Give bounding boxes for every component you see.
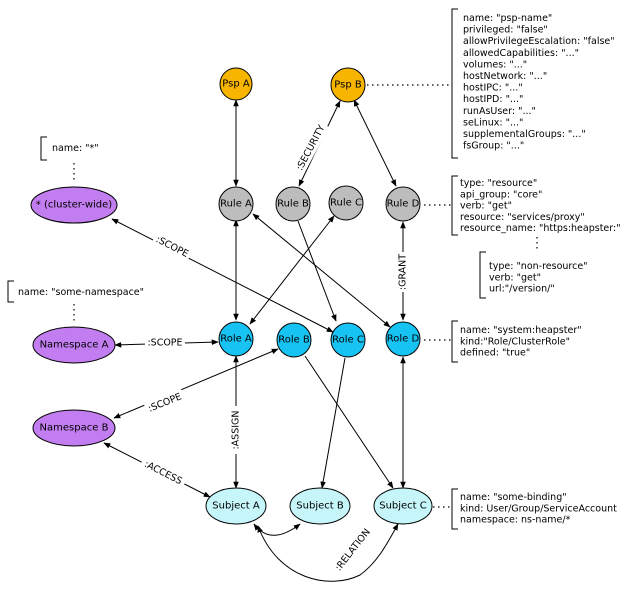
edge-role-b-subject-c: [304, 355, 394, 489]
edge-scope-ns-b: [113, 348, 279, 419]
edge-role-c-subject-b: [320, 357, 346, 489]
node-rule-b[interactable]: Rule B: [275, 186, 311, 222]
annotations: name: "psp-name" privileged: "false" all…: [18, 13, 621, 526]
node-rule-d[interactable]: Rule D: [385, 186, 421, 222]
node-role-d[interactable]: Role D: [385, 321, 421, 357]
node-role-c[interactable]: Role C: [330, 322, 366, 358]
edge-relation: [257, 523, 399, 582]
psp-prop-line: runAsUser: "...": [463, 106, 536, 117]
node-rule-a[interactable]: Rule A: [218, 186, 254, 222]
psp-prop-line: allowPrivilegeEscalation: "false": [463, 36, 615, 47]
node-role-a[interactable]: Role A: [218, 321, 254, 357]
rule-prop-line: verb: "get": [489, 272, 541, 283]
psp-prop-line: hostIPC: "...": [463, 83, 523, 94]
rule-prop-line: type: "non-resource": [489, 261, 588, 272]
psp-prop-line: name: "psp-name": [463, 13, 552, 24]
psp-prop-line: hostNetwork: "...": [463, 71, 547, 82]
node-label: Namespace B: [40, 423, 109, 434]
bracket-rule-nonresource: [479, 251, 486, 299]
rule-prop-line: resource: "services/proxy": [460, 212, 585, 223]
psp-prop-line: privileged: "false": [463, 25, 548, 36]
node-label: Rule C: [330, 198, 362, 209]
binding-properties: name: "some-binding" kind: User/Group/Se…: [460, 492, 620, 526]
node-label: Rule B: [277, 199, 309, 210]
edge-label-security: :SECURITY: [294, 123, 327, 172]
node-rule-c[interactable]: Rule C: [328, 185, 364, 221]
psp-prop-line: seLinux: "...": [463, 117, 523, 128]
node-cluster-wide[interactable]: * (cluster-wide): [30, 186, 118, 224]
namespace-properties: name: "some-namespace": [18, 287, 144, 298]
node-namespace-a[interactable]: Namespace A: [32, 326, 116, 364]
node-subject-a[interactable]: Subject A: [205, 487, 267, 525]
role-properties: name: "system:heapster" kind:"Role/Clust…: [460, 325, 585, 359]
bracket-binding-props: [451, 488, 458, 530]
rule-prop-line: url:"/version/": [489, 284, 555, 295]
edge-label-relation: :RELATION: [333, 527, 373, 573]
bracket-rule-resource: [451, 175, 458, 236]
edge-label-scope-ns-b: :SCOPE: [147, 391, 184, 414]
node-label: Psp A: [222, 79, 250, 90]
rule-prop-line: verb: "get": [460, 201, 512, 212]
edge-labels: :SECURITY :SCOPE :SCOPE :SCOPE :GRANT :A…: [138, 120, 409, 577]
binding-prop-line: kind: User/Group/ServiceAccount: [460, 503, 617, 514]
node-label: Subject B: [296, 501, 344, 512]
node-label: Role C: [332, 335, 364, 346]
node-label: Rule A: [220, 199, 252, 210]
cluster-properties: name: "*": [52, 143, 99, 154]
rule-prop-line: api_group: "core": [460, 189, 542, 200]
node-label: Namespace A: [40, 340, 109, 351]
edge-label-grant: :GRANT: [398, 254, 409, 290]
psp-prop-line: fsGroup: "...": [463, 141, 524, 152]
node-subject-b[interactable]: Subject B: [289, 487, 351, 525]
psp-prop-line: supplementalGroups: "...": [463, 129, 586, 140]
edge-label-assign: :ASSIGN: [231, 410, 242, 449]
node-label: Psp B: [334, 80, 362, 91]
role-prop-line: kind:"Role/ClusterRole": [460, 336, 570, 347]
bracket-role-props: [451, 320, 458, 363]
cluster-prop-line: name: "*": [52, 143, 99, 154]
node-role-b[interactable]: Role B: [276, 322, 312, 358]
edge-scope-cluster: [111, 218, 334, 333]
edge-rule-a-role-d: [252, 213, 391, 328]
node-psp-b[interactable]: Psp B: [330, 67, 366, 103]
node-label: Rule D: [387, 199, 420, 210]
psp-prop-line: hostIPD: "...": [463, 94, 523, 105]
node-label: Role B: [278, 335, 310, 346]
dotted-connectors: [73, 84, 538, 508]
node-label: Role D: [387, 334, 420, 345]
nodes: Psp A Psp B * (cluster-wide) Rule A Rule…: [30, 67, 433, 525]
bracket-psp-props: [451, 8, 458, 159]
binding-prop-line: namespace: ns-name/*: [460, 515, 571, 526]
binding-prop-line: name: "some-binding": [460, 492, 567, 503]
node-psp-a[interactable]: Psp A: [219, 67, 253, 101]
edge-psp-b-rule-d: [353, 99, 397, 187]
namespace-prop-line: name: "some-namespace": [18, 287, 144, 298]
edge-rule-b-role-c: [297, 220, 337, 322]
bracket-namespace-props: [7, 280, 14, 303]
rule-prop-line: resource_name: "https:heapster:": [460, 223, 621, 234]
node-namespace-b[interactable]: Namespace B: [32, 409, 116, 447]
node-label: Subject C: [379, 501, 427, 512]
edge-label-scope-ns-a: :SCOPE: [147, 338, 182, 349]
psp-prop-line: volumes: "...": [463, 59, 527, 70]
role-prop-line: name: "system:heapster": [460, 325, 582, 336]
node-label: * (cluster-wide): [36, 200, 113, 211]
bracket-cluster-props: [40, 136, 47, 161]
rule-prop-line: type: "resource": [460, 178, 537, 189]
psp-prop-line: allowedCapabilities: "...": [463, 48, 579, 59]
role-prop-line: defined: "true": [460, 348, 530, 359]
node-label: Role A: [220, 334, 252, 345]
node-subject-c[interactable]: Subject C: [373, 487, 433, 525]
brackets: [7, 8, 486, 530]
node-label: Subject A: [212, 501, 260, 512]
rule-resource-properties: type: "resource" api_group: "core" verb:…: [460, 178, 621, 234]
rule-nonresource-properties: type: "non-resource" verb: "get" url:"/v…: [489, 261, 591, 295]
psp-properties: name: "psp-name" privileged: "false" all…: [463, 13, 618, 152]
